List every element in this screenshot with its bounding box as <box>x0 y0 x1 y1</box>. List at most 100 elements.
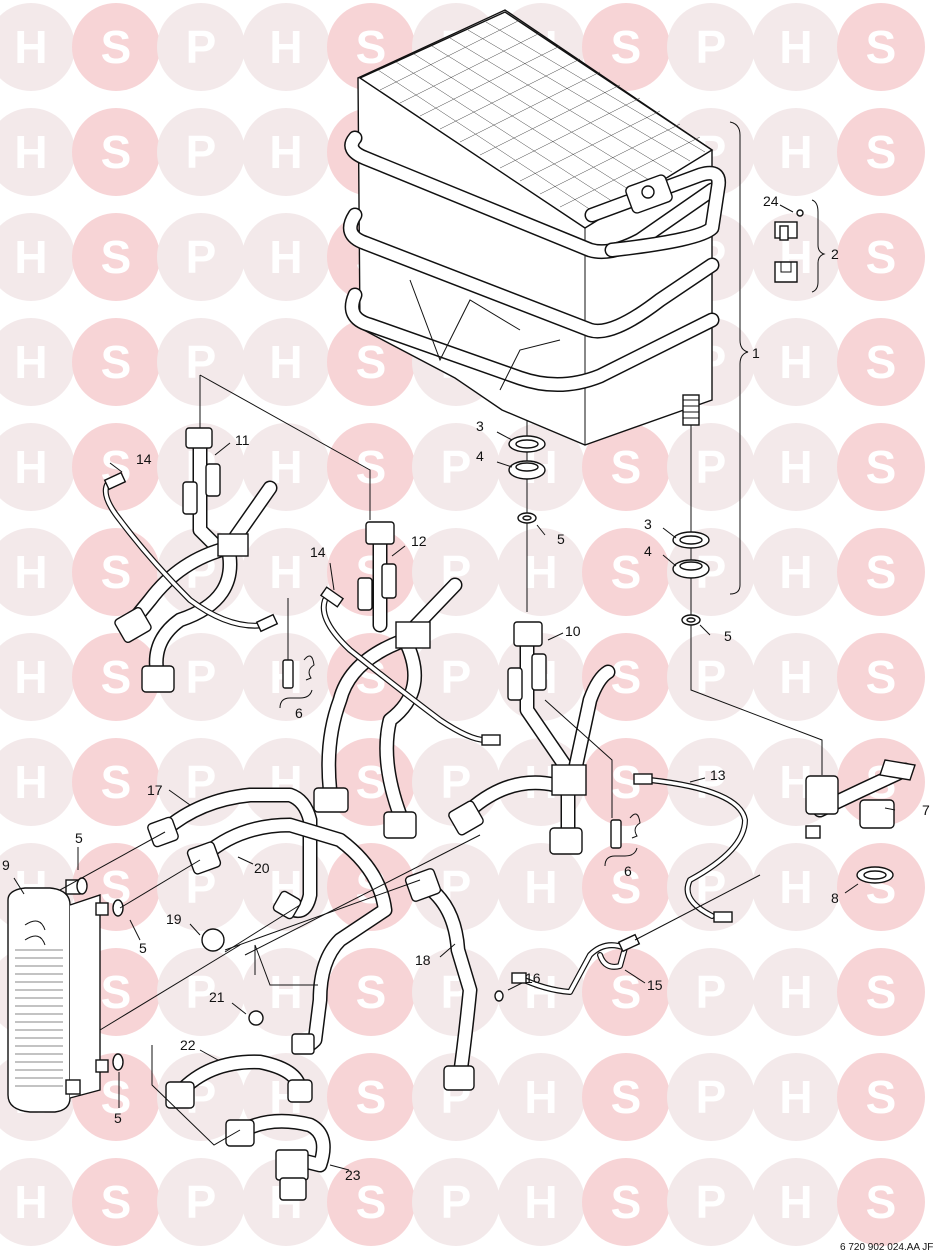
watermark-circle <box>752 843 840 931</box>
watermark-letter: P <box>696 1071 727 1123</box>
callout-4b: 4 <box>644 543 652 559</box>
watermark-circle <box>752 108 840 196</box>
pipe-assembly-10 <box>448 621 748 923</box>
callout-19: 19 <box>166 911 182 927</box>
callout-5a: 5 <box>557 531 565 547</box>
watermark-circle <box>72 633 160 721</box>
watermark-letter: H <box>14 546 47 598</box>
watermark-circle <box>242 318 330 406</box>
watermark-circle <box>0 108 75 196</box>
watermark-letter: H <box>269 126 302 178</box>
watermark-circle <box>0 318 75 406</box>
bracket-part-1 <box>729 121 749 595</box>
watermark-letter: S <box>611 651 642 703</box>
watermark-circle <box>412 528 500 616</box>
watermark-circle <box>0 528 75 616</box>
watermark-circle <box>242 3 330 91</box>
seal-set-centre <box>508 420 546 612</box>
callout-23: 23 <box>345 1167 361 1183</box>
watermark-letter: S <box>101 21 132 73</box>
callout-14a: 14 <box>136 451 152 467</box>
watermark-circle <box>667 948 755 1036</box>
watermark-letter: P <box>441 441 472 493</box>
watermark-circle <box>157 1053 245 1141</box>
watermark-circle <box>667 633 755 721</box>
watermark-letter: S <box>611 546 642 598</box>
watermark-letter: S <box>101 756 132 808</box>
watermark-circle <box>837 948 925 1036</box>
o-ring-16 <box>494 990 504 1002</box>
watermark-letter: H <box>14 756 47 808</box>
watermark-letter: H <box>14 336 47 388</box>
watermark-circle <box>667 843 755 931</box>
callout-7: 7 <box>922 802 930 818</box>
watermark-circle <box>0 633 75 721</box>
pipe-assembly-12 <box>313 521 501 839</box>
watermark-circle <box>242 108 330 196</box>
watermark-letter: H <box>14 651 47 703</box>
watermark-letter: H <box>779 1071 812 1123</box>
callout-12: 12 <box>411 533 427 549</box>
o-ring-21 <box>248 1010 264 1026</box>
watermark-circle <box>582 843 670 931</box>
watermark-circle <box>157 1158 245 1246</box>
watermark-letter: P <box>186 21 217 73</box>
watermark-circle <box>752 948 840 1036</box>
watermark-letter: H <box>779 1176 812 1228</box>
watermark-letter: H <box>14 441 47 493</box>
leader-lines <box>13 204 896 1171</box>
watermark-circle <box>752 3 840 91</box>
watermark-letter: H <box>269 966 302 1018</box>
watermark-letter: S <box>101 1071 132 1123</box>
watermark-circle <box>582 948 670 1036</box>
watermark-letter: S <box>356 441 387 493</box>
watermark-letter: S <box>356 21 387 73</box>
watermark-letter: S <box>101 336 132 388</box>
watermark-letter: S <box>101 546 132 598</box>
watermark-circle <box>497 948 585 1036</box>
watermark-circle <box>412 633 500 721</box>
diverter-fitting-7 <box>805 759 916 884</box>
callout-20: 20 <box>254 860 270 876</box>
watermark-circle <box>0 423 75 511</box>
watermark-letter: S <box>866 546 897 598</box>
watermark-circle <box>837 423 925 511</box>
watermark-circle <box>242 1158 330 1246</box>
watermark-circle <box>837 1158 925 1246</box>
watermark-circle <box>412 1053 500 1141</box>
watermark-letter: S <box>356 966 387 1018</box>
watermark-circle <box>837 633 925 721</box>
watermark-circle <box>667 1053 755 1141</box>
plate-heat-exchanger-9 <box>7 879 109 1113</box>
watermark-circle <box>412 423 500 511</box>
watermark-letter: S <box>866 1176 897 1228</box>
watermark-circle <box>752 423 840 511</box>
watermark-letter: P <box>186 1176 217 1228</box>
watermark-letter: H <box>779 861 812 913</box>
watermark-circle <box>752 318 840 406</box>
watermark-circle <box>497 1053 585 1141</box>
watermark-circle <box>582 633 670 721</box>
sensor-clip <box>774 209 804 283</box>
callout-11: 11 <box>235 432 250 448</box>
watermark-circle <box>412 1158 500 1246</box>
watermark-letter: P <box>186 231 217 283</box>
drawing-reference: 6 720 902 024.AA JF <box>840 1242 933 1253</box>
callout-15: 15 <box>647 977 663 993</box>
callout-13: 13 <box>710 767 726 783</box>
watermark-letter: S <box>866 231 897 283</box>
watermark-circle <box>497 843 585 931</box>
watermark-letter: H <box>14 21 47 73</box>
seal-set-right <box>672 425 823 775</box>
watermark-letter: S <box>866 441 897 493</box>
watermark-circle <box>72 3 160 91</box>
watermark-circle <box>157 108 245 196</box>
watermark-circle <box>157 318 245 406</box>
watermark-letter: S <box>611 966 642 1018</box>
watermark-circle <box>752 528 840 616</box>
watermark-circle <box>412 843 500 931</box>
watermark-circle <box>667 3 755 91</box>
callout-24: 24 <box>763 193 779 209</box>
watermark-circle <box>837 213 925 301</box>
